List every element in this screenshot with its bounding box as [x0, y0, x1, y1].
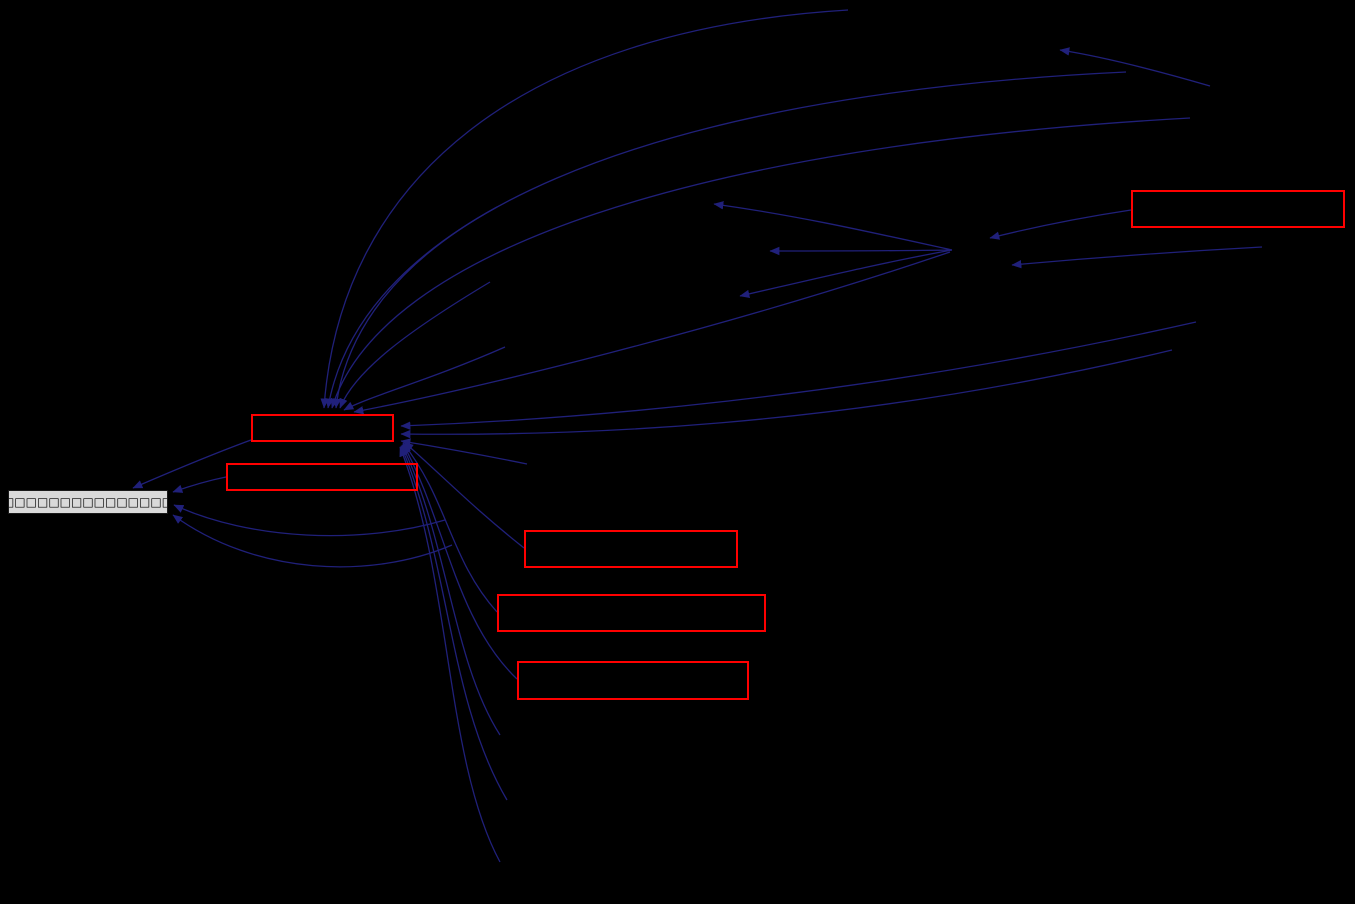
graph-edge-22	[399, 446, 501, 863]
graph-edge-17	[403, 441, 525, 549]
graph-node-center[interactable]	[251, 414, 394, 442]
graph-node-below-center[interactable]	[226, 463, 418, 491]
graph-edge-12	[769, 246, 953, 256]
graph-edge-24	[132, 439, 252, 489]
graph-edge-23	[172, 476, 227, 493]
graph-edge-9	[400, 349, 1173, 439]
graph-edge-11	[713, 201, 953, 251]
graph-edge-2	[325, 71, 1127, 409]
graph-edge-4	[332, 206, 498, 409]
graph-edge-8	[400, 321, 1197, 430]
graph-edge-25	[173, 504, 446, 537]
graph-node-mid-2[interactable]	[497, 594, 766, 632]
graph-edge-16	[1059, 47, 1211, 87]
graph-node-gray[interactable]: □□□□□□□□□□□□□□□	[8, 490, 168, 514]
graph-edge-3	[330, 117, 1191, 409]
graph-edge-10	[400, 438, 528, 465]
graph-edge-5	[339, 281, 491, 409]
graph-node-mid-1[interactable]	[524, 530, 738, 568]
graph-edge-6	[343, 346, 506, 411]
graph-edge-14	[989, 209, 1132, 240]
graph-edge-7	[353, 251, 951, 415]
graph-edge-26	[172, 514, 453, 568]
graph-edge-15	[1011, 246, 1263, 269]
graph-edge-13	[739, 249, 953, 299]
graph-edge-21	[400, 445, 508, 801]
graph-edge-19	[402, 443, 518, 680]
graph-node-mid-3[interactable]	[517, 661, 749, 700]
graph-edge-1	[320, 9, 849, 409]
graph-node-top-right[interactable]	[1131, 190, 1345, 228]
